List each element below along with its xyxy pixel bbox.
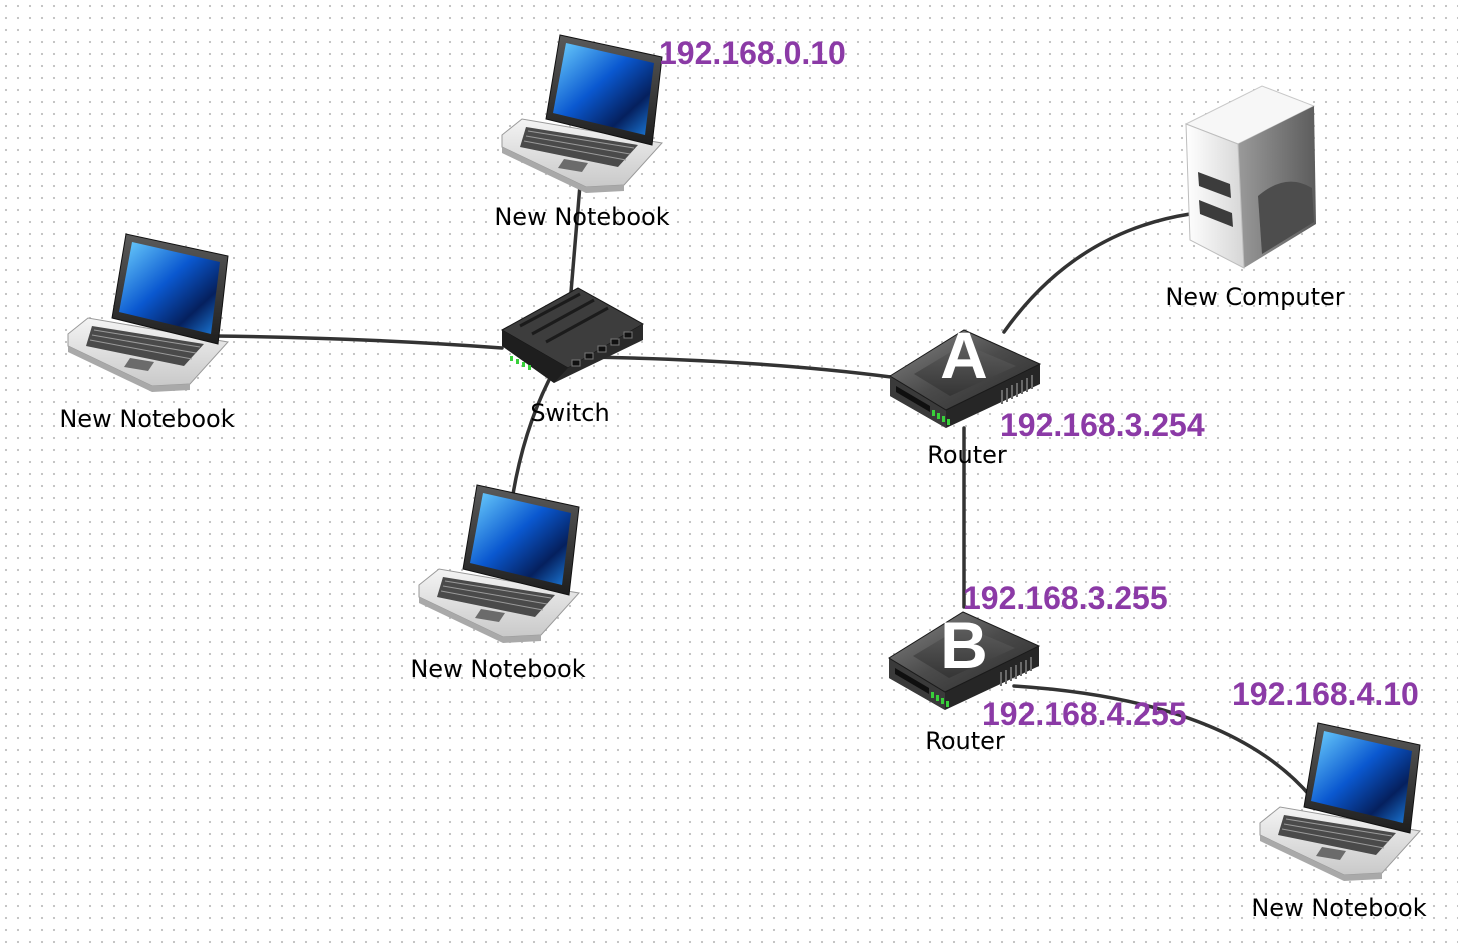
ip-label-router-b-upper: 192.168.3.255 (963, 580, 1168, 616)
router-letter: B (940, 608, 988, 682)
laptop-icon (418, 484, 580, 644)
link-notebook-bottom-switch[interactable] (511, 378, 551, 496)
laptop-icon (1259, 722, 1421, 882)
ip-label-notebook-top: 192.168.0.10 (659, 35, 846, 71)
link-switch-router-a[interactable] (586, 355, 893, 379)
ip-labels: 192.168.0.10 192.168.3.254 192.168.3.255… (659, 35, 1419, 732)
ip-label-router-a: 192.168.3.254 (1000, 407, 1205, 443)
links (212, 183, 1314, 800)
link-notebook-left-switch[interactable] (212, 334, 504, 350)
laptop-icon (67, 233, 229, 393)
link-router-b-notebook-right[interactable] (1012, 684, 1314, 800)
node-label: New Notebook (59, 405, 234, 433)
ip-label-notebook-right: 192.168.4.10 (1232, 676, 1419, 712)
node-label: Router (925, 727, 1005, 755)
laptop-icon (501, 34, 663, 194)
node-label: New Notebook (1251, 894, 1426, 922)
node-notebook-bottom[interactable]: New Notebook (410, 484, 586, 683)
node-router-b[interactable]: B Router (888, 608, 1040, 755)
link-notebook-top-switch[interactable] (569, 183, 582, 294)
node-label: Router (927, 441, 1007, 469)
ip-label-router-b-lower: 192.168.4.255 (982, 696, 1187, 732)
server-tower-icon (1184, 85, 1316, 269)
node-notebook-top[interactable]: New Notebook (494, 34, 670, 231)
network-switch-icon (500, 287, 645, 383)
node-computer[interactable]: New Computer (1165, 85, 1345, 311)
node-label: Switch (530, 399, 609, 427)
node-label: New Notebook (494, 203, 669, 231)
router-letter: A (940, 318, 988, 392)
link-router-a-computer[interactable] (1002, 212, 1192, 334)
node-router-a[interactable]: A Router (889, 318, 1041, 469)
node-notebook-right[interactable]: New Notebook (1251, 722, 1427, 922)
node-label: New Computer (1165, 283, 1344, 311)
node-switch[interactable]: Switch (500, 287, 645, 427)
node-notebook-left[interactable]: New Notebook (59, 233, 235, 433)
node-label: New Notebook (410, 655, 585, 683)
